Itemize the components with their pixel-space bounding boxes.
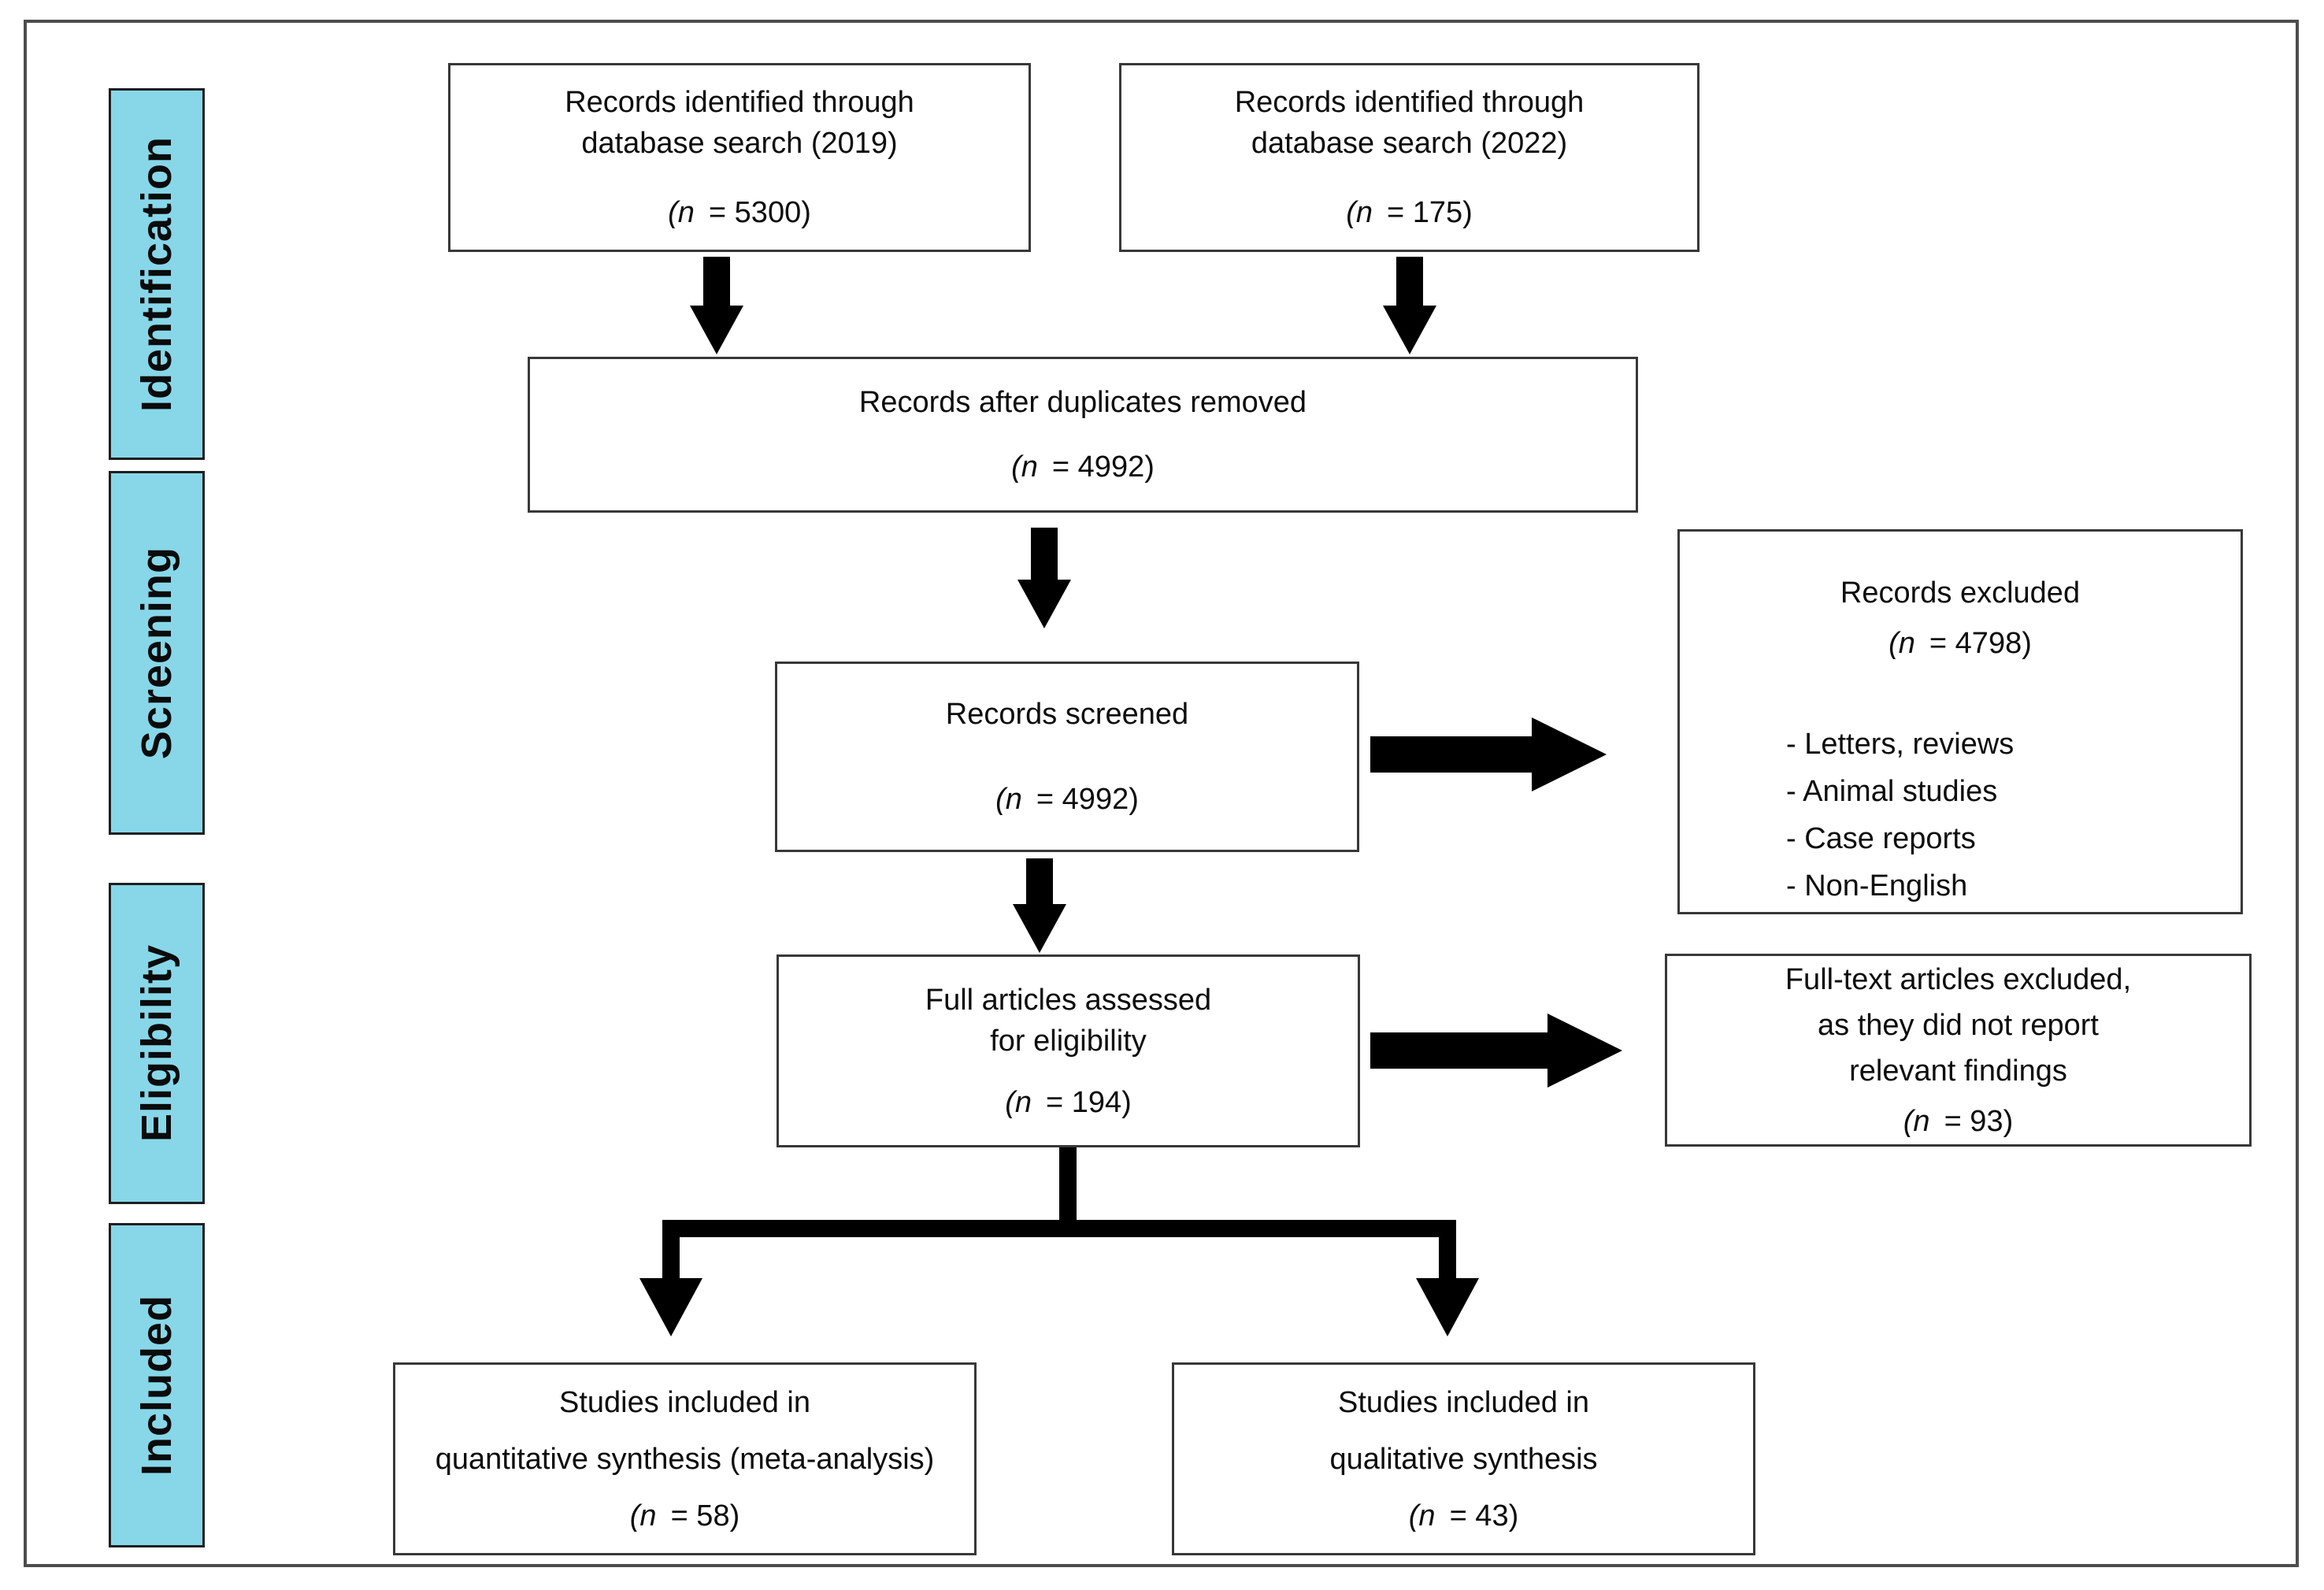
- box-line: qualitative synthesis: [1329, 1442, 1598, 1476]
- n-symbol: (n: [995, 783, 1022, 816]
- branch-connector-right-drop: [1439, 1236, 1456, 1280]
- down-arrow-icon: [1383, 257, 1436, 354]
- stage-bar-identification: Identification: [109, 88, 205, 460]
- n-value: = 194): [1045, 1085, 1132, 1119]
- n-value: = 58): [670, 1499, 740, 1533]
- down-arrow-head: [1416, 1278, 1479, 1336]
- n-value: = 93): [1944, 1104, 2014, 1138]
- arrow-shaft: [1370, 1032, 1547, 1069]
- down-arrow-head: [639, 1278, 702, 1336]
- n-value: = 4992): [1036, 783, 1139, 816]
- down-arrow-icon: [690, 257, 743, 354]
- n-count: (n = 4992): [995, 779, 1139, 820]
- n-count: (n = 5300): [668, 192, 811, 233]
- box-line: relevant findings: [1849, 1054, 2067, 1088]
- outer-border: [24, 20, 2299, 1567]
- arrow-shaft: [1026, 858, 1053, 904]
- down-arrow-icon: [1013, 858, 1066, 953]
- n-symbol: (n: [1408, 1499, 1436, 1533]
- n-symbol: (n: [1888, 627, 1915, 660]
- n-count: (n = 175): [1346, 192, 1473, 233]
- box-records-identified-2019: Records identified through database sear…: [448, 63, 1031, 252]
- box-line: for eligibility: [990, 1024, 1147, 1058]
- box-line: Records after duplicates removed: [858, 386, 1307, 420]
- n-value: = 4992): [1051, 450, 1155, 484]
- box-line: database search (2022): [1251, 127, 1568, 160]
- box-line: Full articles assessed: [925, 983, 1212, 1017]
- n-count: (n = 58): [630, 1495, 739, 1536]
- n-symbol: (n: [1005, 1085, 1032, 1119]
- n-symbol: (n: [668, 196, 695, 229]
- box-line: quantitative synthesis (meta-analysis): [435, 1442, 935, 1476]
- n-value: = 4798): [1929, 627, 2032, 660]
- exclusion-reason-list: - Letters, reviews - Animal studies - Ca…: [1786, 721, 2014, 910]
- box-line: Records identified through: [1234, 86, 1585, 119]
- stage-label-identification: Identification: [133, 136, 180, 412]
- box-records-identified-2022: Records identified through database sear…: [1119, 63, 1699, 252]
- box-line: Records screened: [945, 698, 1189, 731]
- stage-label-included: Included: [133, 1294, 180, 1476]
- box-quantitative-synthesis: Studies included in quantitative synthes…: [393, 1362, 977, 1555]
- n-value: = 5300): [708, 196, 811, 229]
- box-duplicates-removed: Records after duplicates removed (n = 499…: [528, 357, 1638, 513]
- box-line: Records identified through: [565, 86, 914, 119]
- box-line: Studies included in: [1338, 1385, 1589, 1419]
- n-count: (n = 4992): [1011, 447, 1155, 487]
- n-symbol: (n: [629, 1499, 657, 1533]
- n-symbol: (n: [1346, 196, 1373, 229]
- n-symbol: (n: [1903, 1104, 1930, 1138]
- n-symbol: (n: [1011, 450, 1038, 484]
- stage-bar-included: Included: [109, 1223, 205, 1547]
- n-value: = 43): [1449, 1499, 1519, 1533]
- box-line: Studies included in: [559, 1385, 810, 1419]
- box-qualitative-synthesis: Studies included in qualitative synthesi…: [1172, 1362, 1755, 1555]
- down-arrow-icon: [1017, 528, 1071, 628]
- stage-bar-screening: Screening: [109, 471, 205, 835]
- stage-label-eligibility: Eligibility: [133, 944, 180, 1143]
- arrow-head: [1547, 1014, 1622, 1088]
- n-count: (n = 194): [1005, 1082, 1132, 1123]
- exclusion-reason: - Non-English: [1786, 869, 1968, 902]
- box-line: database search (2019): [581, 127, 898, 160]
- arrow-head: [1017, 580, 1071, 628]
- arrow-shaft: [1396, 257, 1423, 306]
- n-count: (n = 4798): [1888, 623, 2032, 664]
- n-count: (n = 43): [1409, 1495, 1518, 1536]
- n-count: (n = 93): [1903, 1099, 2013, 1144]
- box-line: as they did not report: [1818, 1008, 2099, 1042]
- arrow-head: [1532, 717, 1607, 791]
- arrow-head: [690, 306, 743, 354]
- exclusion-reason: - Case reports: [1786, 822, 1976, 855]
- box-records-screened: Records screened (n = 4992): [775, 662, 1359, 852]
- right-arrow-icon: [1370, 1014, 1622, 1088]
- right-arrow-icon: [1370, 717, 1607, 791]
- branch-connector-bar: [662, 1220, 1456, 1237]
- stage-bar-eligibility: Eligibility: [109, 883, 205, 1204]
- stage-label-screening: Screening: [133, 546, 180, 760]
- box-records-excluded: Records excluded (n = 4798) - Letters, re…: [1677, 529, 2243, 914]
- arrow-head: [1013, 904, 1066, 953]
- exclusion-reason: - Animal studies: [1786, 775, 1998, 808]
- branch-connector-left-drop: [662, 1236, 680, 1280]
- exclusion-reason: - Letters, reviews: [1786, 728, 2015, 761]
- box-line: Records excluded: [1840, 576, 2081, 610]
- branch-connector-stem: [1059, 1147, 1077, 1237]
- arrow-shaft: [1031, 528, 1058, 580]
- box-full-articles-assessed: Full articles assessed for eligibility (…: [777, 954, 1360, 1147]
- box-line: Full-text articles excluded,: [1785, 962, 2132, 996]
- arrow-shaft: [703, 257, 730, 306]
- box-fulltext-excluded: Full-text articles excluded, as they did…: [1665, 954, 2252, 1147]
- arrow-shaft: [1370, 736, 1532, 773]
- n-value: = 175): [1386, 196, 1473, 229]
- arrow-head: [1383, 306, 1436, 354]
